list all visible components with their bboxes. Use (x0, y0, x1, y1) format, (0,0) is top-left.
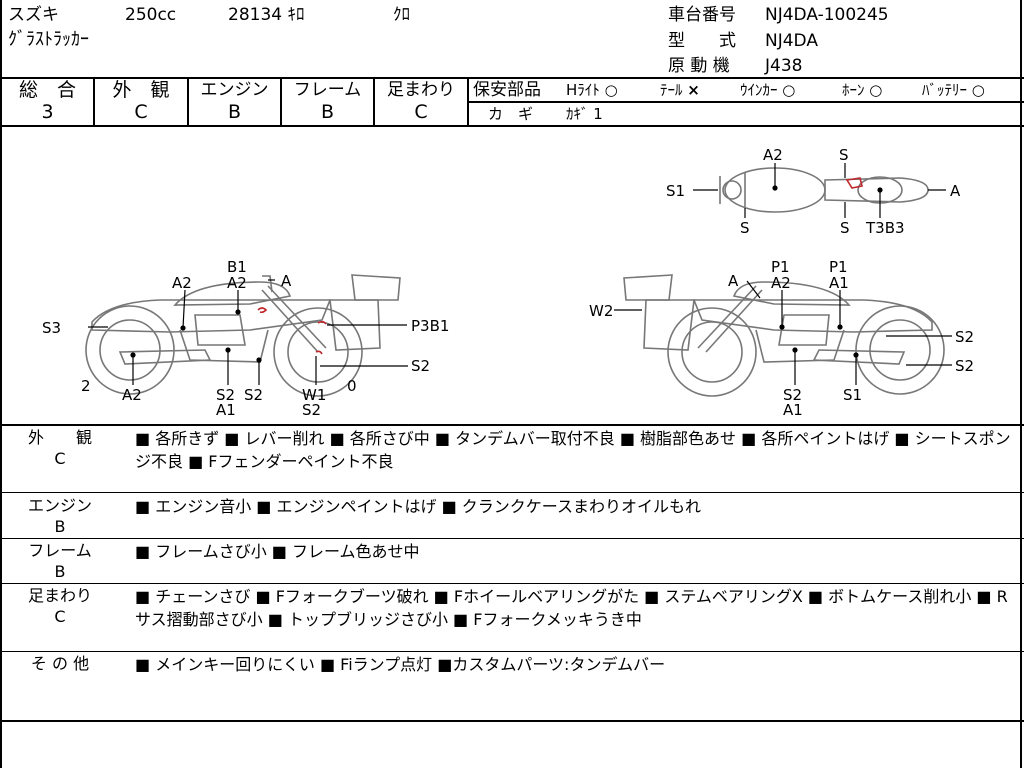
diagram-label: A (950, 182, 961, 200)
diagram-label: A2 (172, 274, 192, 292)
grade-exterior-value: C (134, 101, 148, 123)
grade-engine-value: B (227, 101, 242, 123)
grade-overall-value: 3 (41, 101, 54, 123)
divider (0, 77, 1024, 79)
diagram-label: A1 (783, 401, 803, 419)
divider (468, 101, 1024, 103)
divider (0, 492, 1024, 493)
diagram-label: S (840, 219, 850, 237)
diagram-label: A (728, 272, 739, 290)
maker: スズキ (8, 5, 59, 25)
key-value: ｶｷﾞ 1 (566, 105, 603, 123)
mileage: 28134 ｷﾛ (228, 5, 305, 25)
section-engine-grade: B (54, 517, 66, 536)
grade-overall-label: 総 合 (18, 79, 76, 101)
diagram-label: A2 (771, 274, 791, 292)
divider (187, 77, 189, 125)
engine-label: 原 動 機 (668, 56, 730, 76)
safety-item-horn: ﾎｰﾝ ○ (842, 81, 883, 99)
type-label: 型 式 (668, 31, 736, 51)
diagram-label: S3 (42, 319, 62, 337)
diagram-label: S2 (955, 357, 975, 375)
diagram-label: S2 (216, 386, 236, 404)
grade-frame-label: フレーム (293, 80, 362, 100)
color: ｸﾛ (393, 5, 410, 25)
section-suspension-grade: C (54, 607, 66, 626)
diagram-label: S2 (783, 386, 803, 404)
safety-item-battery: ﾊﾞｯﾃﾘｰ ○ (922, 81, 985, 99)
engine-value: J438 (765, 56, 803, 76)
diagram-label: S2 (411, 357, 431, 375)
diagram-label: S1 (666, 182, 686, 200)
safety-title: 保安部品 (473, 80, 541, 100)
diagram-label: S1 (843, 386, 863, 404)
frame-no-label: 車台番号 (668, 5, 736, 25)
key-label: カ ギ (488, 105, 534, 123)
diagram-label: A2 (227, 274, 247, 292)
diagram-label: S (839, 146, 849, 164)
divider (0, 125, 1024, 127)
section-exterior-grade: C (54, 449, 66, 468)
diagram-label: A1 (216, 401, 236, 419)
diagram-label: W2 (589, 302, 614, 320)
section-other-title: そ の 他 (30, 654, 90, 673)
diagram-label: S (740, 219, 750, 237)
section-frame-grade: B (54, 562, 66, 581)
diagram-label: A2 (122, 386, 142, 404)
diagram-label: P1 (771, 258, 790, 276)
grade-suspension-label: 足まわり (387, 80, 455, 100)
divider (0, 538, 1024, 539)
diagram-label: P1 (829, 258, 848, 276)
section-other-text: ■ メインキー回りにくい ■ Fiランプ点灯 ■カスタムパーツ:タンデムバー (135, 655, 666, 674)
diagram-label: A (281, 272, 292, 290)
divider (280, 77, 282, 125)
section-suspension-text: ■ チェーンさび ■ Fフォークブーツ破れ ■ Fホイールベアリングがた ■ ス… (135, 587, 1008, 629)
safety-item-winker: ｳｲﾝｶｰ ○ (740, 81, 796, 99)
section-exterior-text: ■ 各所きず ■ レバー削れ ■ 各所さび中 ■ タンデムバー取付不良 ■ 樹脂… (135, 429, 1011, 471)
type-value: NJ4DA (765, 31, 818, 51)
divider (0, 651, 1024, 652)
displacement: 250cc (125, 5, 177, 25)
section-suspension-title: 足まわり (27, 586, 92, 605)
diagram-label: B1 (227, 258, 247, 276)
diagram-label: 0 (347, 377, 357, 395)
section-exterior-title: 外 観 (27, 428, 92, 447)
safety-item-tail: ﾃｰﾙ × (660, 81, 700, 99)
divider (373, 77, 375, 125)
grade-exterior-label: 外 観 (112, 79, 170, 101)
section-engine-title: エンジン (27, 496, 92, 515)
divider (0, 720, 1024, 722)
divider (93, 77, 95, 125)
diagram-label: S2 (302, 401, 322, 419)
divider (1020, 0, 1022, 768)
diagram-label: P3B1 (411, 317, 450, 335)
section-frame-title: フレーム (28, 541, 92, 560)
safety-item-headlight: Hﾗｲﾄ ○ (566, 81, 618, 99)
diagram-label: S2 (955, 328, 975, 346)
diagram-label: T3B3 (866, 219, 905, 237)
diagram-label: W1 (302, 386, 327, 404)
section-engine-text: ■ エンジン音小 ■ エンジンペイントはげ ■ クランクケースまわりオイルもれ (135, 497, 701, 516)
diagram-label: A2 (763, 146, 783, 164)
grade-frame-value: B (320, 101, 335, 123)
diagram-label: S2 (244, 386, 264, 404)
grade-engine-label: エンジン (200, 80, 269, 100)
diagram-label: A1 (829, 274, 849, 292)
model-name: ｸﾞﾗｽﾄﾗｯｶｰ (8, 29, 89, 50)
section-frame-text: ■ フレームさび小 ■ フレーム色あせ中 (135, 542, 420, 561)
divider (0, 583, 1024, 584)
divider (467, 77, 469, 125)
frame-no: NJ4DA-100245 (765, 5, 889, 25)
divider (0, 424, 1024, 426)
grade-suspension-value: C (414, 101, 428, 123)
divider (0, 0, 2, 768)
diagram-label: 2 (81, 377, 91, 395)
